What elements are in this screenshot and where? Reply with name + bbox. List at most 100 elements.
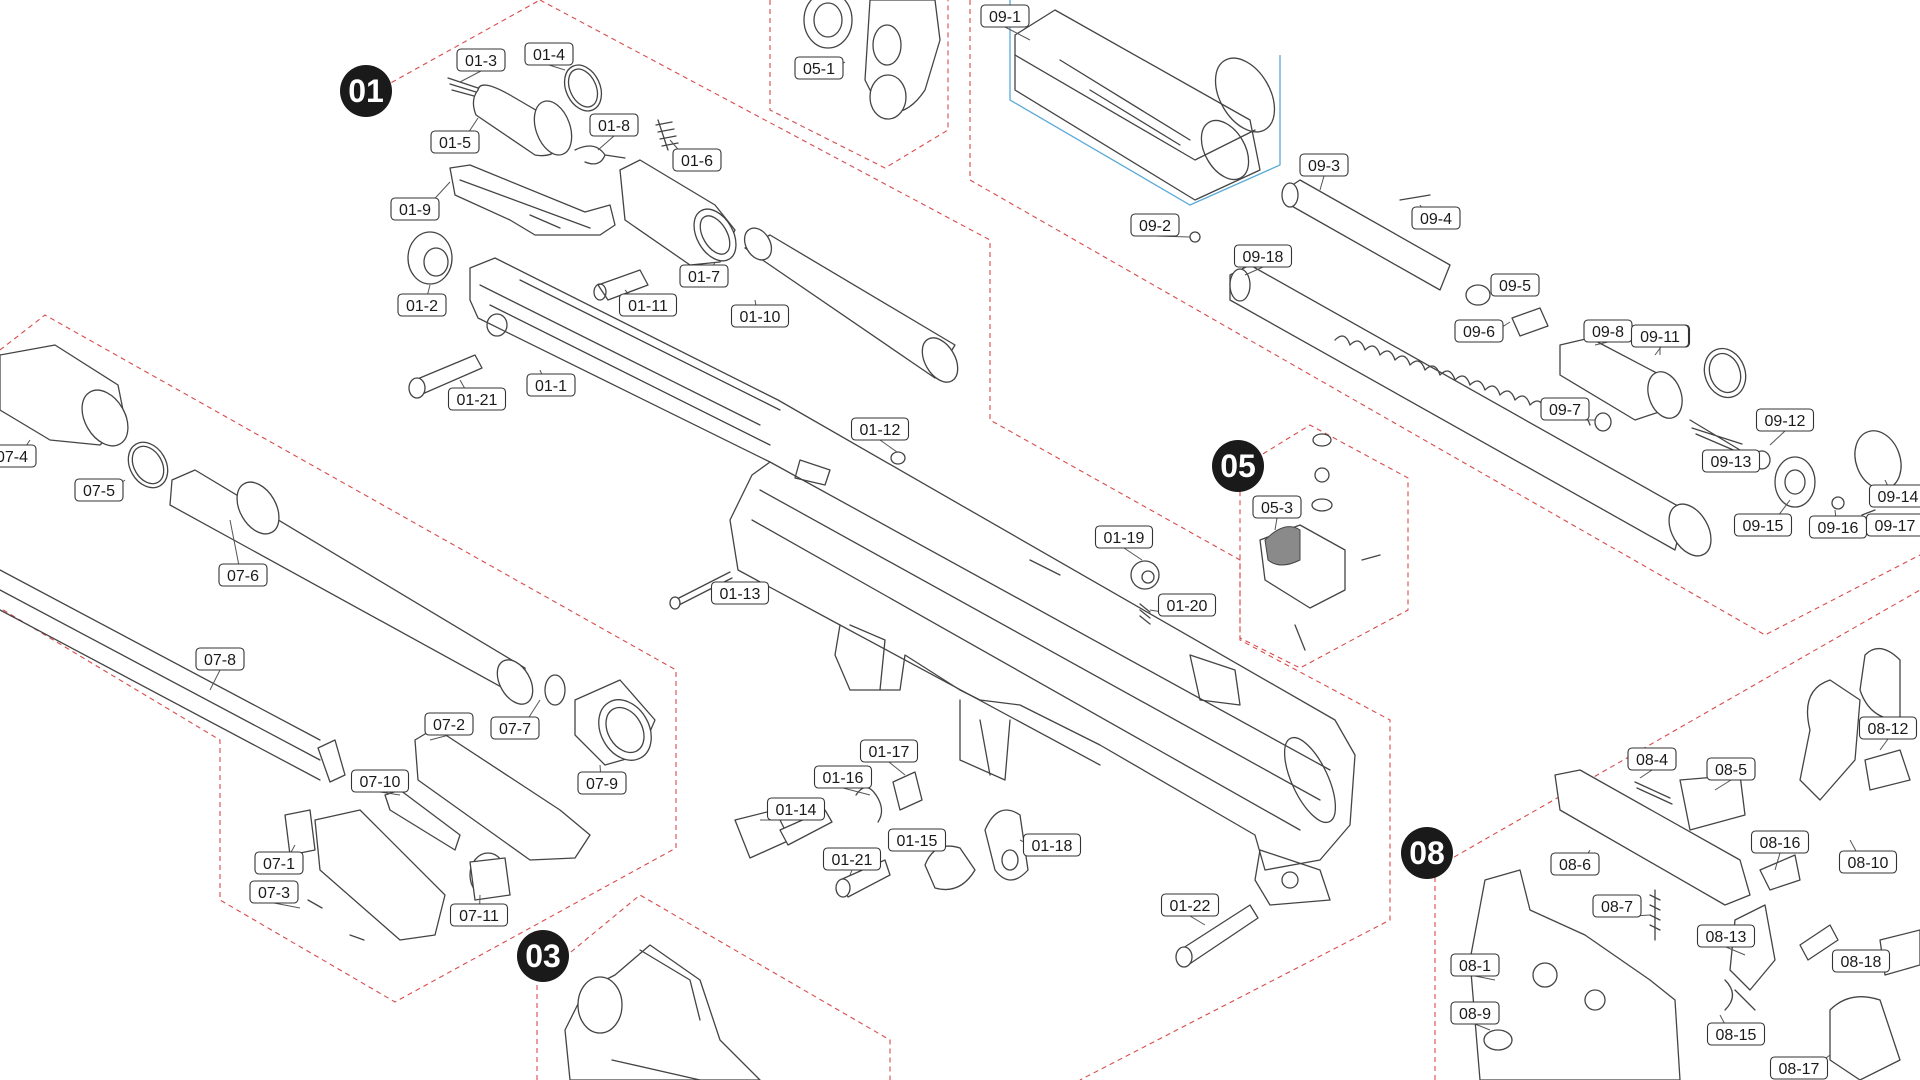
part-tag-05-1[interactable]: 05-1 (794, 56, 844, 80)
part-tag-08-17[interactable]: 08-17 (1769, 1056, 1829, 1080)
part-tag-01-2[interactable]: 01-2 (397, 293, 447, 317)
group-badge-circle (1212, 440, 1264, 492)
part-number-label: 01-9 (399, 202, 431, 219)
part-number-label: 09-5 (1499, 278, 1531, 295)
part-tag-01-6[interactable]: 01-6 (672, 148, 722, 172)
leader-line (1474, 1023, 1491, 1031)
part-tag-frame (1022, 833, 1082, 857)
part-tag-07-3[interactable]: 07-3 (249, 880, 299, 904)
part-tag-05-3[interactable]: 05-3 (1252, 495, 1302, 519)
part-tag-08-18[interactable]: 08-18 (1831, 949, 1891, 973)
part-tag-frame (1838, 850, 1898, 874)
part-tag-01-11[interactable]: 01-11 (618, 293, 678, 317)
part-tag-09-5[interactable]: 09-5 (1490, 273, 1540, 297)
part-tag-09-12[interactable]: 09-12 (1755, 408, 1815, 432)
part-number-label: 01-16 (823, 770, 864, 787)
part-tag-07-4[interactable]: 07-4 (0, 444, 37, 468)
part-tag-01-9[interactable]: 01-9 (390, 197, 440, 221)
group-badge-label: 03 (525, 938, 561, 974)
part-tag-08-12[interactable]: 08-12 (1858, 716, 1918, 740)
part-tag-01-8[interactable]: 01-8 (589, 113, 639, 137)
leader-line (548, 64, 566, 71)
part-tag-08-9[interactable]: 08-9 (1450, 1001, 1500, 1025)
part-number-label: 08-9 (1459, 1006, 1491, 1023)
part-tag-frame (390, 197, 440, 221)
group-07-boundary (0, 314, 677, 1003)
part-tag-09-16[interactable]: 09-16 (1808, 515, 1868, 539)
part-tag-08-4[interactable]: 08-4 (1627, 747, 1677, 771)
part-tag-01-19[interactable]: 01-19 (1094, 525, 1154, 549)
part-tag-08-13[interactable]: 08-13 (1696, 924, 1756, 948)
part-tag-01-20[interactable]: 01-20 (1157, 593, 1217, 617)
part-tag-01-3[interactable]: 01-3 (456, 48, 506, 72)
part-number-label: 08-4 (1636, 752, 1668, 769)
part-tag-01-12[interactable]: 01-12 (850, 417, 910, 441)
part-tag-09-17[interactable]: 09-17 (1865, 513, 1920, 537)
part-tag-01-21[interactable]: 01-21 (447, 387, 507, 411)
part-tag-07-10[interactable]: 07-10 (350, 769, 410, 793)
part-tag-08-16[interactable]: 08-16 (1750, 830, 1810, 854)
part-tag-01-5[interactable]: 01-5 (430, 130, 480, 154)
part-tag-07-6[interactable]: 07-6 (218, 563, 268, 587)
leader-line (209, 669, 221, 691)
part-tag-07-5[interactable]: 07-5 (74, 478, 124, 502)
part-tag-07-8[interactable]: 07-8 (195, 647, 245, 671)
part-tag-07-7[interactable]: 07-7 (490, 716, 540, 740)
leader-line (1774, 852, 1781, 871)
part-tag-09-1[interactable]: 09-1 (980, 4, 1030, 28)
part-number-label: 07-10 (360, 774, 401, 791)
group-badge-01: 01 (340, 65, 392, 117)
part-tag-01-13[interactable]: 01-13 (710, 581, 770, 605)
part-tag-09-11[interactable]: 09-11 (1630, 324, 1690, 348)
part-tag-09-18[interactable]: 09-18 (1233, 244, 1293, 268)
part-tag-01-10[interactable]: 01-10 (730, 304, 790, 328)
part-number-label: 01-12 (860, 422, 901, 439)
part-tag-09-8[interactable]: 09-8 (1583, 319, 1633, 343)
part-tag-09-4[interactable]: 09-4 (1411, 206, 1461, 230)
part-tag-01-21[interactable]: 01-21 (822, 847, 882, 871)
part-number-label: 08-17 (1779, 1061, 1820, 1078)
part-number-tags: 01-1 01-2 01-3 01-4 01-5 01-6 01-7 01-8 01-9 01-1… (0, 4, 1920, 1080)
part-number-label: 07-5 (83, 483, 115, 500)
part-number-label: 07-9 (586, 776, 618, 793)
part-tag-08-1[interactable]: 08-1 (1450, 953, 1500, 977)
part-tag-09-7[interactable]: 09-7 (1540, 397, 1590, 421)
part-tag-frame (1233, 244, 1293, 268)
part-number-label: 01-5 (439, 135, 471, 152)
part-tag-01-18[interactable]: 01-18 (1022, 833, 1082, 857)
part-tag-frame (447, 387, 507, 411)
part-number-label: 09-16 (1818, 520, 1859, 537)
part-tag-08-5[interactable]: 08-5 (1706, 757, 1756, 781)
part-tag-01-16[interactable]: 01-16 (813, 765, 873, 789)
part-tag-07-1[interactable]: 07-1 (254, 851, 304, 875)
part-tag-01-1[interactable]: 01-1 (526, 373, 576, 397)
part-tag-09-6[interactable]: 09-6 (1454, 319, 1504, 343)
part-number-label: 01-13 (720, 586, 761, 603)
part-tag-08-6[interactable]: 08-6 (1550, 852, 1600, 876)
part-tag-01-22[interactable]: 01-22 (1160, 893, 1220, 917)
part-tag-frame (1540, 397, 1590, 421)
part-tag-01-14[interactable]: 01-14 (766, 797, 826, 821)
part-tag-07-9[interactable]: 07-9 (577, 771, 627, 795)
part-tag-frame (1411, 206, 1461, 230)
part-tag-frame (1450, 1001, 1500, 1025)
part-tag-frame (672, 148, 722, 172)
part-tag-01-7[interactable]: 01-7 (679, 264, 729, 288)
part-tag-09-13[interactable]: 09-13 (1701, 449, 1761, 473)
part-tag-09-15[interactable]: 09-15 (1733, 513, 1793, 537)
part-tag-09-2[interactable]: 09-2 (1130, 213, 1180, 237)
part-number-label: 01-22 (1170, 898, 1211, 915)
part-tag-08-7[interactable]: 08-7 (1592, 894, 1642, 918)
part-tag-01-15[interactable]: 01-15 (887, 828, 947, 852)
part-tag-01-4[interactable]: 01-4 (524, 42, 574, 66)
part-tag-01-17[interactable]: 01-17 (859, 739, 919, 763)
part-number-label: 09-6 (1463, 324, 1495, 341)
part-tag-07-2[interactable]: 07-2 (424, 712, 474, 736)
leader-line (879, 439, 898, 453)
part-tag-07-11[interactable]: 07-11 (449, 903, 509, 927)
part-number-label: 09-11 (1640, 329, 1680, 346)
part-tag-08-10[interactable]: 08-10 (1838, 850, 1898, 874)
part-tag-09-14[interactable]: 09-14 (1868, 484, 1920, 508)
part-tag-08-15[interactable]: 08-15 (1706, 1022, 1766, 1046)
part-tag-09-3[interactable]: 09-3 (1299, 153, 1349, 177)
